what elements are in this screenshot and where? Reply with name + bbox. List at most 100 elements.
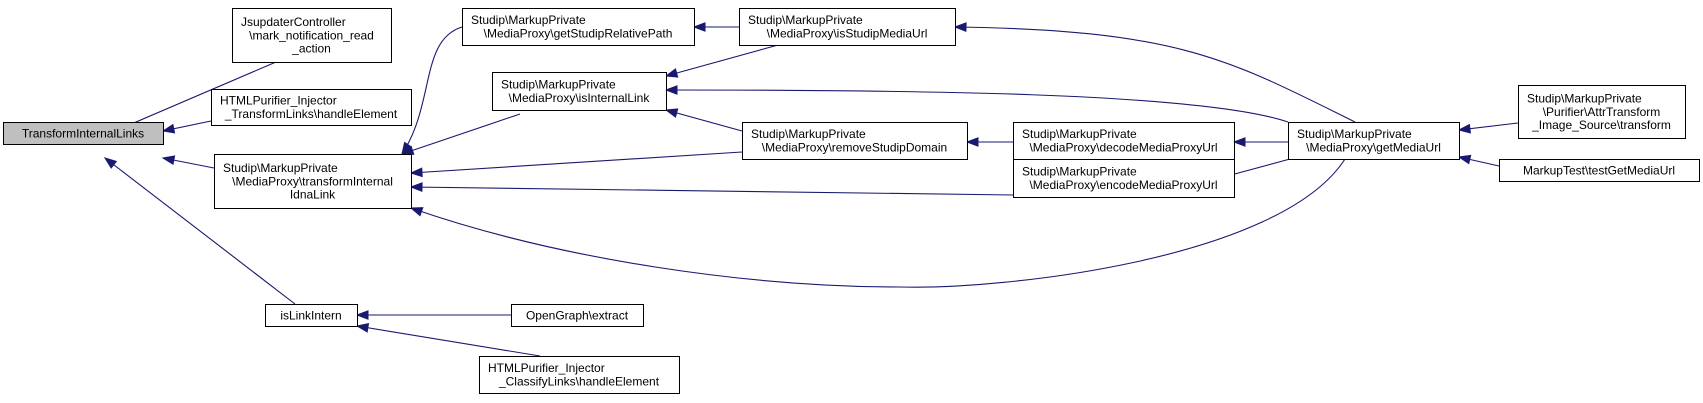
node-box[interactable] (3, 122, 164, 145)
node-label-line: \MediaProxy\getStudipRelativePath (484, 26, 673, 40)
node-label-line: HTMLPurifier_Injector (220, 94, 337, 108)
node-mediaproxy_is_studip_media_url[interactable]: Studip\MarkupPrivate\MediaProxy\isStudip… (739, 8, 956, 46)
edge-mediaproxy_remove_studip_domain-to-mediaproxy_is_internal_link-arrowhead (664, 108, 679, 118)
node-label-line: Studip\MarkupPrivate (748, 13, 863, 27)
node-label-line: _Image_Source\transform (1531, 118, 1671, 132)
node-htmlpurifier_classifylinks[interactable]: HTMLPurifier_Injector_ClassifyLinks\hand… (479, 356, 680, 394)
edge-mediaproxy_decode_url-to-mediaproxy_remove_studip_domain (965, 137, 1013, 147)
node-box[interactable] (742, 122, 968, 160)
edge-mediaproxy_get_media_url-to-mediaproxy_is_internal_link-arrowhead (664, 85, 678, 95)
edge-markuptest_get_media_url-to-mediaproxy_get_media_url-arrowhead (1457, 154, 1472, 165)
node-mediaproxy_get_relative_path[interactable]: Studip\MarkupPrivate\MediaProxy\getStudi… (462, 8, 695, 46)
node-box[interactable] (492, 72, 667, 111)
edge-mediaproxy_decode_url-to-mediaproxy_remove_studip_domain-arrowhead (965, 137, 979, 147)
node-label-line: Studip\MarkupPrivate (1297, 127, 1412, 141)
edge-is_link_intern-to-transform_internal_links-arrowhead (103, 157, 118, 169)
node-label-line: _ClassifyLinks\handleElement (498, 374, 660, 388)
node-label-line: \MediaProxy\isInternalLink (509, 91, 651, 105)
node-box[interactable] (479, 356, 680, 394)
node-label-line: \MediaProxy\removeStudipDomain (762, 140, 947, 154)
node-box[interactable] (214, 154, 412, 209)
node-label-line: \MediaProxy\getMediaUrl (1306, 140, 1441, 154)
edge-mediaproxy_get_media_url-to-mediaproxy_is_studip_media_url-arrowhead (953, 22, 967, 33)
edge-mediaproxy_is_studip_media_url-to-mediaproxy_is_internal_link (664, 44, 779, 78)
edges-layer (103, 22, 1519, 357)
node-mediaproxy_decode_url[interactable]: Studip\MarkupPrivate\MediaProxy\decodeMe… (1013, 122, 1235, 160)
node-label-line: MarkupTest\testGetMediaUrl (1523, 163, 1675, 177)
edge-mediaproxy_get_media_url-to-mediaproxy_is_internal_link-line (665, 89, 1289, 123)
node-mediaproxy_get_media_url[interactable]: Studip\MarkupPrivate\MediaProxy\getMedia… (1288, 122, 1460, 160)
node-label-line: \MediaProxy\transformInternal (232, 174, 393, 188)
edge-attrtransform_image_source-to-mediaproxy_get_media_url-arrowhead (1457, 123, 1471, 134)
node-label-line: \MediaProxy\isStudipMediaUrl (767, 26, 928, 40)
edge-mediaproxy_remove_studip_domain-to-mediaproxy_is_internal_link (664, 108, 743, 132)
node-label-line: \Purifier\AttrTransform (1543, 105, 1661, 119)
node-label-line: _action (291, 42, 331, 56)
node-box[interactable] (1499, 159, 1700, 182)
node-box[interactable] (1288, 122, 1460, 160)
edge-mediaproxy_get_media_url-to-mediaproxy_transform_idna (409, 158, 1346, 288)
node-box[interactable] (511, 304, 644, 327)
edge-mediaproxy_get_media_url-to-mediaproxy_transform_idna-line (410, 158, 1346, 288)
node-transform_internal_links[interactable]: TransformInternalLinks (3, 122, 164, 145)
edge-mediaproxy_get_media_url-to-mediaproxy_is_internal_link (664, 85, 1289, 123)
edge-attrtransform_image_source-to-mediaproxy_get_media_url (1457, 122, 1519, 134)
node-label-line: TransformInternalLinks (22, 126, 144, 140)
edge-htmlpurifier_classifylinks-to-is_link_intern-arrowhead (355, 322, 370, 333)
edge-htmlpurifier_classifylinks-to-is_link_intern (355, 322, 541, 357)
node-attrtransform_image_source[interactable]: Studip\MarkupPrivate\Purifier\AttrTransf… (1518, 85, 1686, 139)
node-mediaproxy_encode_url[interactable]: Studip\MarkupPrivate\MediaProxy\encodeMe… (1013, 159, 1235, 198)
edge-opengraph_extract-to-is_link_intern-arrowhead (355, 310, 369, 320)
edge-mediaproxy_encode_url-to-mediaproxy_transform_idna (409, 182, 1014, 196)
node-label-line: \MediaProxy\decodeMediaProxyUrl (1029, 140, 1217, 154)
edge-mediaproxy_is_internal_link-to-mediaproxy_transform_idna-line (401, 113, 521, 155)
edge-mediaproxy_is_studip_media_url-to-mediaproxy_is_internal_link-line (665, 44, 779, 77)
node-box[interactable] (462, 8, 695, 46)
edge-mediaproxy_remove_studip_domain-to-mediaproxy_is_internal_link-line (665, 109, 743, 132)
edge-mediaproxy_encode_url-to-mediaproxy_transform_idna-arrowhead (409, 182, 423, 193)
node-jsupdater_mark_notification[interactable]: JsupdaterController\mark_notification_re… (232, 8, 392, 63)
node-box[interactable] (739, 8, 956, 46)
node-label-line: Studip\MarkupPrivate (501, 78, 616, 92)
edge-mediaproxy_remove_studip_domain-to-mediaproxy_transform_idna-arrowhead (409, 167, 423, 178)
node-box[interactable] (232, 8, 392, 63)
edge-mediaproxy_encode_url-to-mediaproxy_transform_idna-line (410, 186, 1014, 196)
node-label-line: JsupdaterController (241, 15, 346, 29)
edge-mediaproxy_is_internal_link-to-mediaproxy_transform_idna (400, 113, 521, 155)
edge-markuptest_get_media_url-to-mediaproxy_get_media_url (1457, 154, 1500, 167)
node-label-line: Studip\MarkupPrivate (751, 127, 866, 141)
node-mediaproxy_remove_studip_domain[interactable]: Studip\MarkupPrivate\MediaProxy\removeSt… (742, 122, 968, 160)
node-label-line: isLinkIntern (280, 308, 341, 322)
edge-mediaproxy_remove_studip_domain-to-mediaproxy_transform_idna-line (410, 151, 743, 174)
node-label-line: IdnaLink (290, 188, 336, 202)
node-box[interactable] (1013, 122, 1235, 160)
node-markuptest_get_media_url[interactable]: MarkupTest\testGetMediaUrl (1499, 159, 1700, 182)
edge-htmlpurifier_transformlinks-to-transform_internal_links-arrowhead (161, 123, 176, 134)
edge-htmlpurifier_classifylinks-to-is_link_intern-line (356, 325, 541, 357)
node-box[interactable] (1013, 159, 1235, 198)
node-mediaproxy_transform_idna[interactable]: Studip\MarkupPrivate\MediaProxy\transfor… (214, 154, 412, 209)
nodes-layer: TransformInternalLinks JsupdaterControlle… (3, 8, 1700, 394)
edge-mediaproxy_transform_idna-to-transform_internal_links (161, 155, 215, 169)
edge-mediaproxy_get_media_url-to-mediaproxy_transform_idna-arrowhead (409, 207, 424, 217)
node-htmlpurifier_transformlinks[interactable]: HTMLPurifier_Injector_TransformLinks\han… (211, 89, 412, 126)
edge-jsupdater_mark_notification-to-transform_internal_links-line (114, 61, 277, 132)
node-mediaproxy_is_internal_link[interactable]: Studip\MarkupPrivate\MediaProxy\isIntern… (492, 72, 667, 111)
edge-mediaproxy_is_studip_media_url-to-mediaproxy_get_relative_path-arrowhead (692, 22, 706, 32)
node-label-line: Studip\MarkupPrivate (1527, 92, 1642, 106)
edge-htmlpurifier_transformlinks-to-transform_internal_links (161, 120, 212, 134)
node-box[interactable] (265, 304, 358, 327)
node-opengraph_extract[interactable]: OpenGraph\extract (511, 304, 644, 327)
node-label-line: \MediaProxy\encodeMediaProxyUrl (1029, 178, 1217, 192)
node-box[interactable] (1518, 85, 1686, 139)
node-label-line: Studip\MarkupPrivate (1022, 165, 1137, 179)
edge-mediaproxy_transform_idna-to-transform_internal_links-arrowhead (161, 155, 176, 166)
edge-mediaproxy_get_media_url-to-mediaproxy_decode_url (1232, 137, 1288, 147)
edge-mediaproxy_is_studip_media_url-to-mediaproxy_get_relative_path (692, 22, 739, 32)
edge-mediaproxy_get_media_url-to-mediaproxy_is_studip_media_url-line (954, 26, 1356, 123)
node-box[interactable] (211, 89, 412, 126)
node-is_link_intern[interactable]: isLinkIntern (265, 304, 358, 327)
edge-mediaproxy_get_media_url-to-mediaproxy_decode_url-arrowhead (1232, 137, 1246, 147)
edge-mediaproxy_is_studip_media_url-to-mediaproxy_is_internal_link-arrowhead (664, 68, 679, 78)
